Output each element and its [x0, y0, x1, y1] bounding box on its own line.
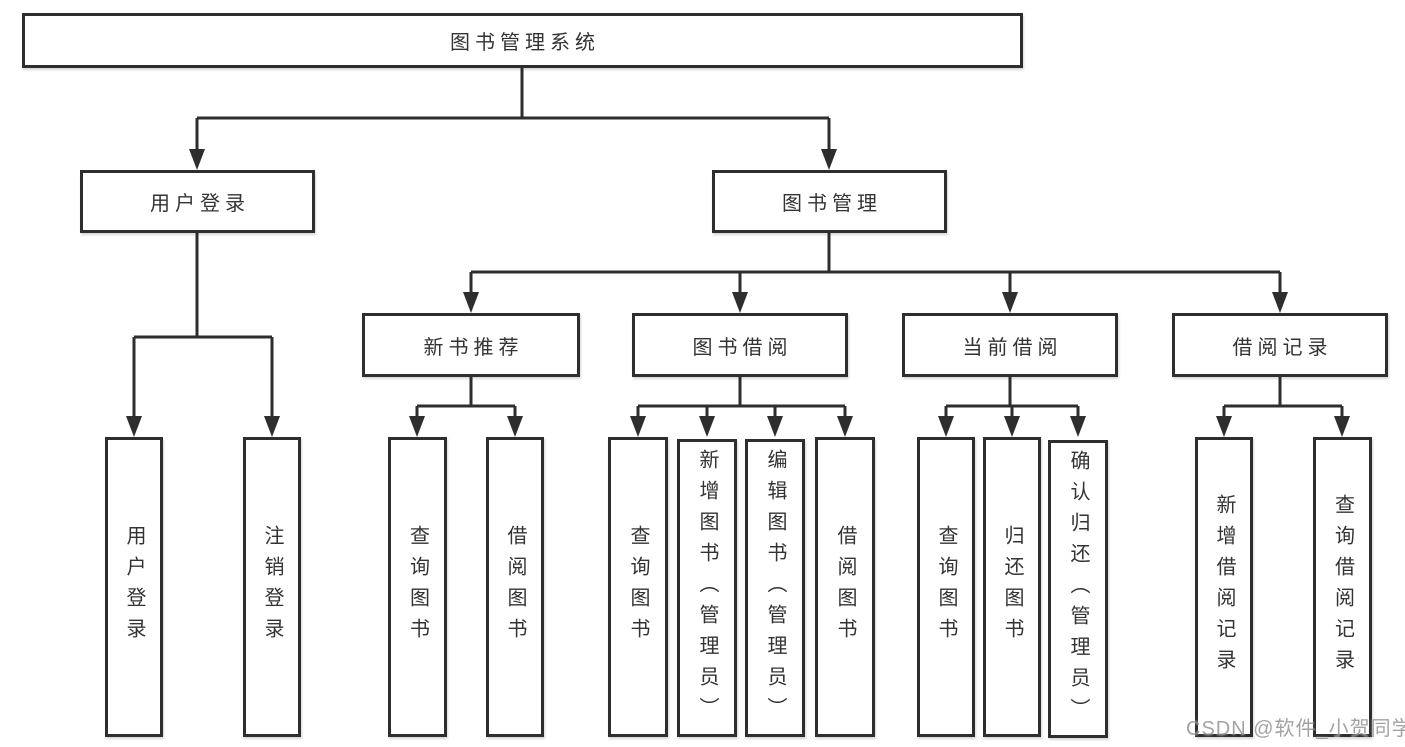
node-leaf-query-books-borrowing: 查询图书: [608, 437, 668, 737]
node-branch-user-login: 用户登录: [80, 170, 315, 233]
node-leaf-query-borrow-record: 查询借阅记录: [1313, 437, 1372, 737]
node-group-current-borrowing: 当前借阅: [902, 313, 1118, 377]
node-leaf-borrow-books-recommend: 借阅图书: [486, 437, 544, 737]
node-group-borrow-records: 借阅记录: [1172, 313, 1388, 377]
arrowheads: [126, 149, 1350, 437]
node-group-book-borrowing: 图书借阅: [632, 313, 848, 377]
node-branch-book-management: 图书管理: [712, 170, 947, 233]
node-leaf-add-book-admin: 新增图书（管理员）: [677, 439, 737, 737]
node-leaf-add-borrow-record: 新增借阅记录: [1195, 437, 1253, 737]
node-leaf-query-books-current: 查询图书: [917, 437, 975, 737]
node-leaf-edit-book-admin: 编辑图书（管理员）: [745, 439, 805, 737]
node-leaf-borrow-books-borrowing: 借阅图书: [815, 437, 875, 737]
node-leaf-return-books: 归还图书: [983, 437, 1041, 737]
node-root-library-system: 图书管理系统: [22, 13, 1023, 68]
node-leaf-user-login: 用户登录: [105, 437, 163, 737]
node-leaf-confirm-return-admin: 确认归还（管理员）: [1048, 440, 1108, 738]
watermark-text: CSDN @软件_小贺同学: [1186, 718, 1405, 740]
node-leaf-query-books-recommend: 查询图书: [388, 437, 447, 737]
node-leaf-logout: 注销登录: [243, 437, 301, 737]
node-group-new-book-recommend: 新书推荐: [362, 313, 580, 377]
